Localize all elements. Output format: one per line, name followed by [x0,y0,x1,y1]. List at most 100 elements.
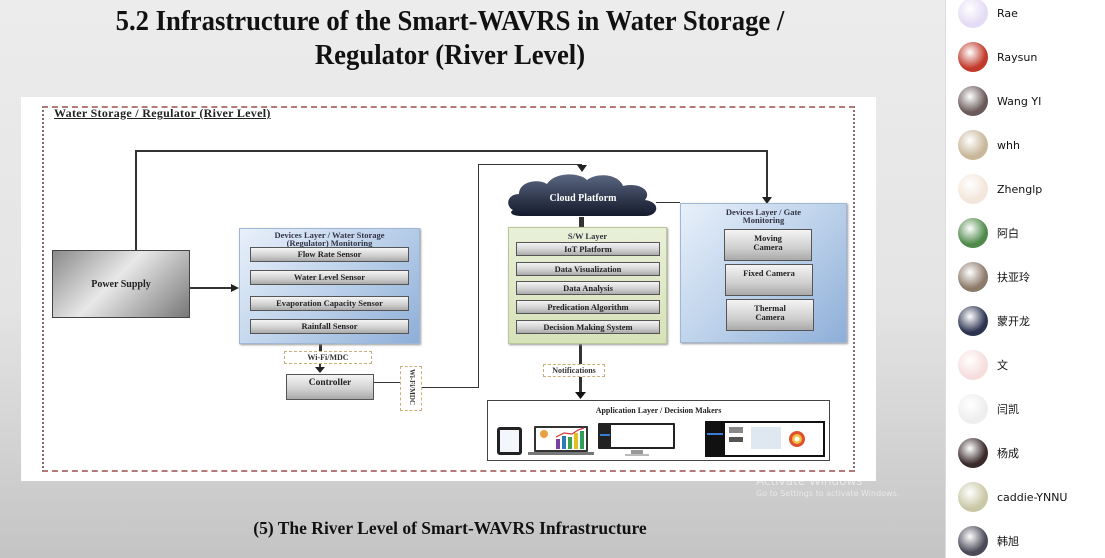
cloud-platform-icon [508,174,657,216]
camera-moving-line2: Camera [753,242,783,252]
notifications-label: Notifications [543,364,605,377]
avatar[interactable] [958,482,988,512]
participant-item[interactable]: 闫凯 [958,392,1098,426]
avatar[interactable] [958,174,988,204]
diagram-dashed-frame [42,106,855,472]
avatar[interactable] [958,350,988,380]
participant-name: 文 [997,359,1008,372]
camera-fixed-line1: Fixed Camera [743,268,795,278]
slide-title: 5.2 Infrastructure of the Smart-WAVRS in… [36,4,864,72]
camera-thermal-line2: Camera [755,312,785,322]
connector-sw-to-notifications [579,344,582,364]
slide-title-line-1: 5.2 Infrastructure of the Smart-WAVRS in… [115,5,785,37]
participant-name: 扶亚玲 [997,271,1030,284]
camera-fixed: Fixed Camera [725,264,813,296]
figure-caption: (5) The River Level of Smart-WAVRS Infra… [253,518,647,538]
participant-item[interactable]: caddie-YNNU [958,480,1098,514]
water-devices-title-1: Devices Layer / Water Storage [274,230,385,240]
avatar[interactable] [958,394,988,424]
gate-devices-title-2: Monitoring [742,215,785,225]
participant-item[interactable]: 阿白 [958,216,1098,250]
participant-item[interactable]: 扶亚玲 [958,260,1098,294]
participant-item[interactable]: 杨成 [958,436,1098,470]
arrow-to-cloud [577,165,587,172]
participant-item[interactable]: Wang YI [958,84,1098,118]
water-devices-title-2: (Regulator) Monitoring [286,238,373,248]
connector-wifi-to-cloud-h [422,387,479,388]
water-storage-devices-panel: Devices Layer / Water Storage (Regulator… [239,228,420,344]
camera-thermal-line1: Thermal [754,303,786,313]
connector-to-gate-vertical [766,150,768,201]
sensor-evaporation-capacity: Evaporation Capacity Sensor [250,296,409,311]
camera-moving-line1: Moving [754,233,782,243]
avatar[interactable] [958,86,988,116]
power-supply-box: Power Supply [52,250,190,318]
arrow-to-gate-monitoring [762,197,772,204]
laptop-chart-icon [528,426,594,455]
connector-cloud-to-gate [656,202,680,203]
participant-item[interactable]: 韩旭 [958,524,1098,558]
sw-item-data-visualization: Data Visualization [516,262,660,276]
controller-box: Controller [286,374,374,400]
participant-name: 闫凯 [997,403,1019,416]
activate-windows-watermark: Activate Windows Go to Settings to activ… [756,474,899,498]
participant-item[interactable]: 蒙开龙 [958,304,1098,338]
sw-item-data-analysis: Data Analysis [516,281,660,295]
connector-cloud-entry-h [478,164,582,165]
avatar[interactable] [958,42,988,72]
participant-name: Rae [997,6,1018,20]
sw-item-decision-making-system: Decision Making System [516,320,660,334]
sw-layer-panel: S/W Layer IoT Platform Data Visualizatio… [508,227,667,344]
connector-wifi-to-controller [319,364,321,368]
participant-name: 杨成 [997,447,1019,460]
participant-name: 蒙开龙 [997,315,1030,328]
application-layer-panel: Application Layer / Decision Makers [487,400,830,461]
arrow-to-app-layer [575,392,586,399]
wifi-mdc-label-horizontal: Wi-Fi/MDC [284,351,372,364]
connector-power-vertical [135,150,137,250]
connector-devices-to-wifi [319,343,322,351]
gate-devices-title-1: Devices Layer / Gate [725,207,802,217]
participant-item[interactable]: whh [958,128,1098,162]
desktop-monitor-icon [598,423,675,456]
sensor-water-level: Water Level Sensor [250,270,409,285]
arrow-to-controller [315,367,325,373]
participant-item[interactable]: 文 [958,348,1098,382]
sw-layer-title: S/W Layer [567,231,608,241]
power-supply-label: Power Supply [91,278,151,290]
sensor-rainfall: Rainfall Sensor [250,319,409,334]
participant-name: Zhenglp [997,182,1043,196]
participant-item[interactable]: Rae [958,0,1098,30]
avatar[interactable] [958,438,988,468]
participant-name: whh [997,138,1020,152]
avatar[interactable] [958,218,988,248]
architecture-diagram: Water Storage / Regulator (River Level) … [21,97,876,481]
watermark-line-2: Go to Settings to activate Windows. [756,489,900,498]
camera-thermal: Thermal Camera [726,299,814,331]
avatar[interactable] [958,526,988,556]
cloud-platform-label: Cloud Platform [549,193,617,204]
wifi-mdc-label-vertical: Wi-Fi/MDC [400,366,422,411]
participant-item[interactable]: Zhenglp [958,172,1098,206]
avatar[interactable] [958,262,988,292]
connector-notifications-to-app [579,377,582,393]
wifi-mdc-vertical-text: Wi-Fi/MDC [408,368,416,406]
participant-name: 韩旭 [997,535,1019,548]
sw-item-predication-algorithm: Predication Algorithm [516,300,660,314]
avatar[interactable] [958,0,988,28]
participant-name: Raysun [997,50,1038,64]
participant-name: caddie-YNNU [997,490,1068,504]
presentation-slide: 5.2 Infrastructure of the Smart-WAVRS in… [0,0,945,558]
arrow-to-water-devices [231,284,239,292]
slide-title-line-2: Regulator (River Level) [314,39,586,71]
watermark-line-1: Activate Windows [756,474,863,488]
application-layer-title: Application Layer / Decision Makers [595,406,722,415]
participant-item[interactable]: Raysun [958,40,1098,74]
avatar[interactable] [958,130,988,160]
dashboard-screen-icon [705,421,825,457]
avatar[interactable] [958,306,988,336]
diagram-frame-title: Water Storage / Regulator (River Level) [54,106,271,120]
connector-controller-right [374,382,400,383]
sw-item-iot-platform: IoT Platform [516,242,660,256]
